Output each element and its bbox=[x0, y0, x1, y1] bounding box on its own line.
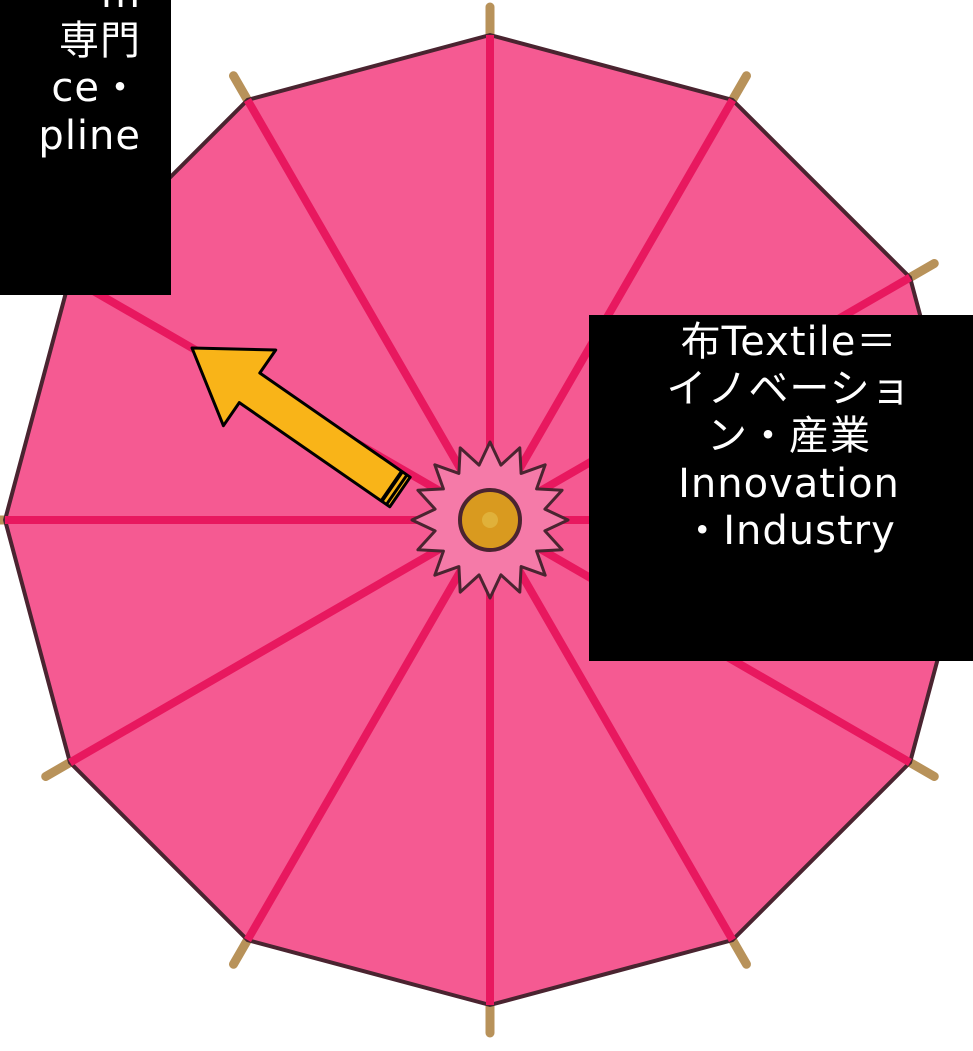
umbrella-hub-center bbox=[482, 512, 498, 528]
label-box-left: m 専門 ce・ pline bbox=[0, 0, 171, 295]
label-box-right: 布Textile＝ イノベーショ ン・産業 Innovation ・Indust… bbox=[589, 315, 973, 661]
label-right-line: ・Industry bbox=[589, 508, 973, 555]
label-right-line: イノベーショ bbox=[589, 366, 973, 413]
label-right-line: ン・産業 bbox=[589, 413, 973, 460]
label-right-line: 布Textile＝ bbox=[589, 319, 973, 366]
label-left-line: 専門 bbox=[38, 18, 141, 65]
label-right-line: Innovation bbox=[589, 461, 973, 508]
label-left-line: m bbox=[38, 0, 141, 18]
label-left-line: pline bbox=[38, 113, 141, 160]
label-left-line: ce・ bbox=[38, 65, 141, 112]
